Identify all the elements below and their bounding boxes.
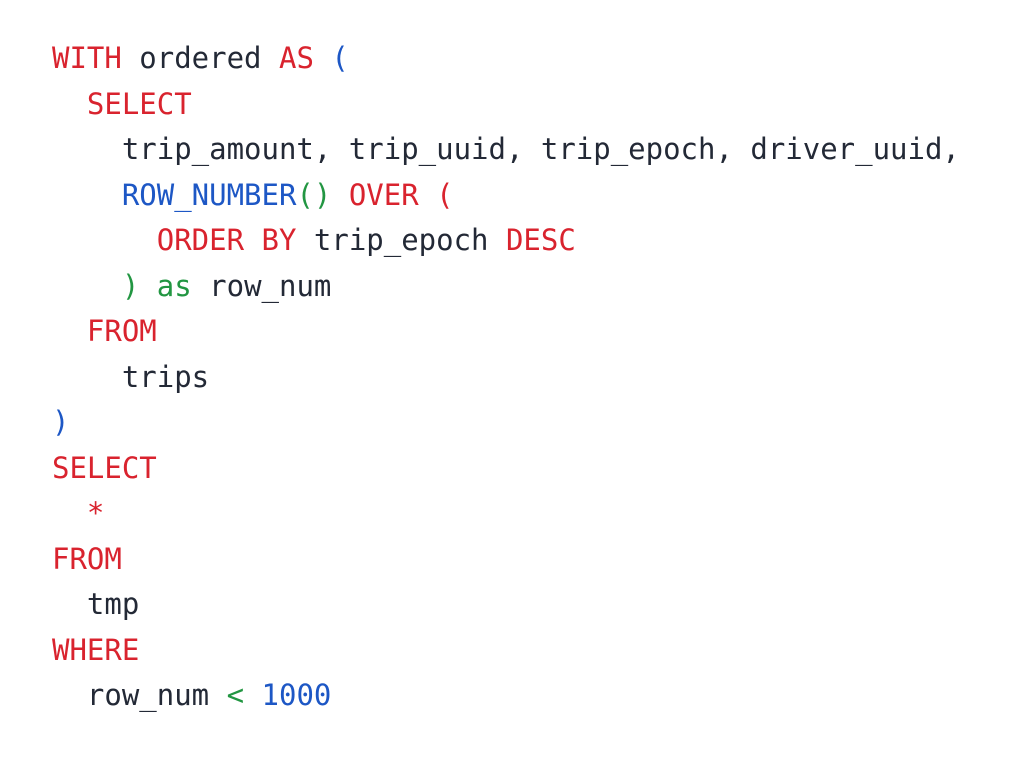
code-token-keyword: ( [418,177,454,212]
code-token-plain [52,269,122,303]
code-line: ) [52,400,960,446]
code-token-operator: < [226,678,245,712]
code-token-keyword: DESC [505,223,576,257]
code-token-plain: trip_amount, trip_uuid, trip_epoch, driv… [52,132,960,166]
code-line: WHERE [52,628,960,674]
code-token-keyword: WHERE [52,632,140,667]
code-token-paren1: ) [52,405,70,439]
code-token-plain [314,41,331,75]
sql-code-block: WITH ordered AS ( SELECT trip_amount, tr… [52,36,960,719]
code-token-paren1: ( [331,41,349,75]
code-token-plain [139,269,156,303]
code-token-paren2: ) [121,268,140,303]
code-token-keyword: * [86,496,105,530]
code-line: FROM [52,309,960,355]
code-token-keyword: SELECT [86,86,192,121]
code-token-keyword: AS [278,41,314,75]
code-line: WITH ordered AS ( [52,36,960,82]
code-line: * [52,491,960,537]
code-line: SELECT [52,82,960,128]
code-token-plain: row_num [191,268,332,303]
code-token-function: ROW_NUMBER [121,177,297,212]
code-token-plain: trips [52,359,210,394]
code-token-plain [52,87,87,121]
code-token-plain [52,178,122,212]
code-token-plain [331,178,348,212]
code-token-keyword: FROM [52,541,122,576]
code-line: trip_amount, trip_uuid, trip_epoch, driv… [52,127,960,173]
code-line: tmp [52,582,960,628]
code-token-keyword: SELECT [52,450,157,485]
code-token-operator: as [156,268,192,303]
code-token-plain [52,314,87,348]
code-token-keyword: FROM [86,314,157,348]
code-token-plain: row_num [52,678,227,712]
code-token-keyword: OVER [348,177,419,212]
code-line: FROM [52,537,960,583]
code-token-keyword: ORDER BY [156,223,297,257]
code-line: row_num < 1000 [52,673,960,719]
code-line: trips [52,355,960,401]
code-line: SELECT [52,446,960,492]
code-line: ORDER BY trip_epoch DESC [52,218,960,264]
code-token-plain: trip_epoch [296,223,506,257]
code-token-plain: ordered [121,41,279,75]
code-line: ROW_NUMBER() OVER ( [52,173,960,219]
code-token-paren2: () [296,177,332,212]
code-line: ) as row_num [52,264,960,310]
code-token-plain [52,496,87,530]
code-token-plain [244,678,261,712]
code-token-keyword: WITH [52,41,122,75]
code-token-plain: tmp [52,587,140,621]
code-token-number: 1000 [261,678,332,712]
code-token-plain [52,223,157,257]
